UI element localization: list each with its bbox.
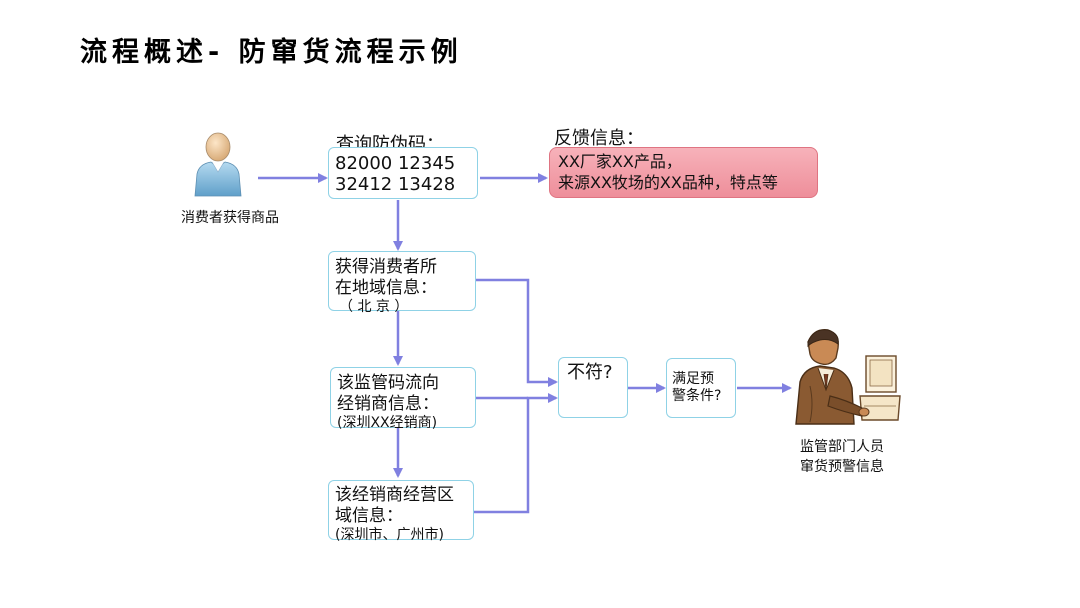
- mismatch-box: 不符?: [558, 357, 628, 418]
- query-code-line-1: 82000 12345: [335, 153, 456, 174]
- connector-location-to-mismatch: [476, 278, 558, 387]
- query-code-box: 82000 12345 32412 13428: [328, 147, 478, 199]
- region-line-1: 该经销商经营区: [335, 485, 454, 505]
- region-value: (深圳市、广州市): [335, 527, 444, 543]
- location-line-2: 在地域信息：: [335, 278, 437, 298]
- flow-value: (深圳XX经销商): [337, 415, 438, 431]
- supervisor-caption-line-2: 窜货预警信息: [800, 459, 884, 475]
- location-value: （ 北 京 ）: [339, 299, 409, 315]
- condition-line-2: 警条件?: [672, 388, 722, 404]
- region-line-2: 域信息：: [335, 506, 403, 526]
- mismatch-label: 不符?: [567, 362, 613, 383]
- feedback-line-2: 来源XX牧场的XX品种，特点等: [558, 173, 778, 192]
- region-box: 该经销商经营区 域信息： (深圳市、广州市): [328, 480, 474, 543]
- condition-line-1: 满足预: [672, 371, 714, 387]
- query-code-line-2: 32412 13428: [335, 174, 456, 195]
- location-line-1: 获得消费者所: [335, 257, 437, 277]
- flow-line-1: 该监管码流向: [337, 373, 439, 393]
- supervisor-caption-line-1: 监管部门人员: [800, 439, 884, 455]
- consumer-caption: 消费者获得商品: [181, 210, 279, 226]
- feedback-box: XX厂家XX产品， 来源XX牧场的XX品种，特点等: [549, 147, 818, 198]
- location-box: 获得消费者所 在地域信息： （ 北 京 ）: [328, 251, 476, 315]
- feedback-line-1: XX厂家XX产品，: [558, 152, 682, 171]
- feedback-label: 反馈信息：: [554, 128, 644, 149]
- supervisor-at-computer-icon: [795, 329, 901, 425]
- page-title: 流程概述- 防窜货流程示例: [80, 37, 463, 68]
- consumer-person-icon: [194, 132, 242, 197]
- flow-box: 该监管码流向 经销商信息： (深圳XX经销商): [330, 367, 476, 431]
- condition-box: 满足预 警条件?: [666, 358, 736, 418]
- flow-line-2: 经销商信息：: [337, 394, 439, 414]
- supervisor-caption: 监管部门人员 窜货预警信息: [782, 437, 902, 477]
- connector-region-to-mismatch: [474, 393, 558, 514]
